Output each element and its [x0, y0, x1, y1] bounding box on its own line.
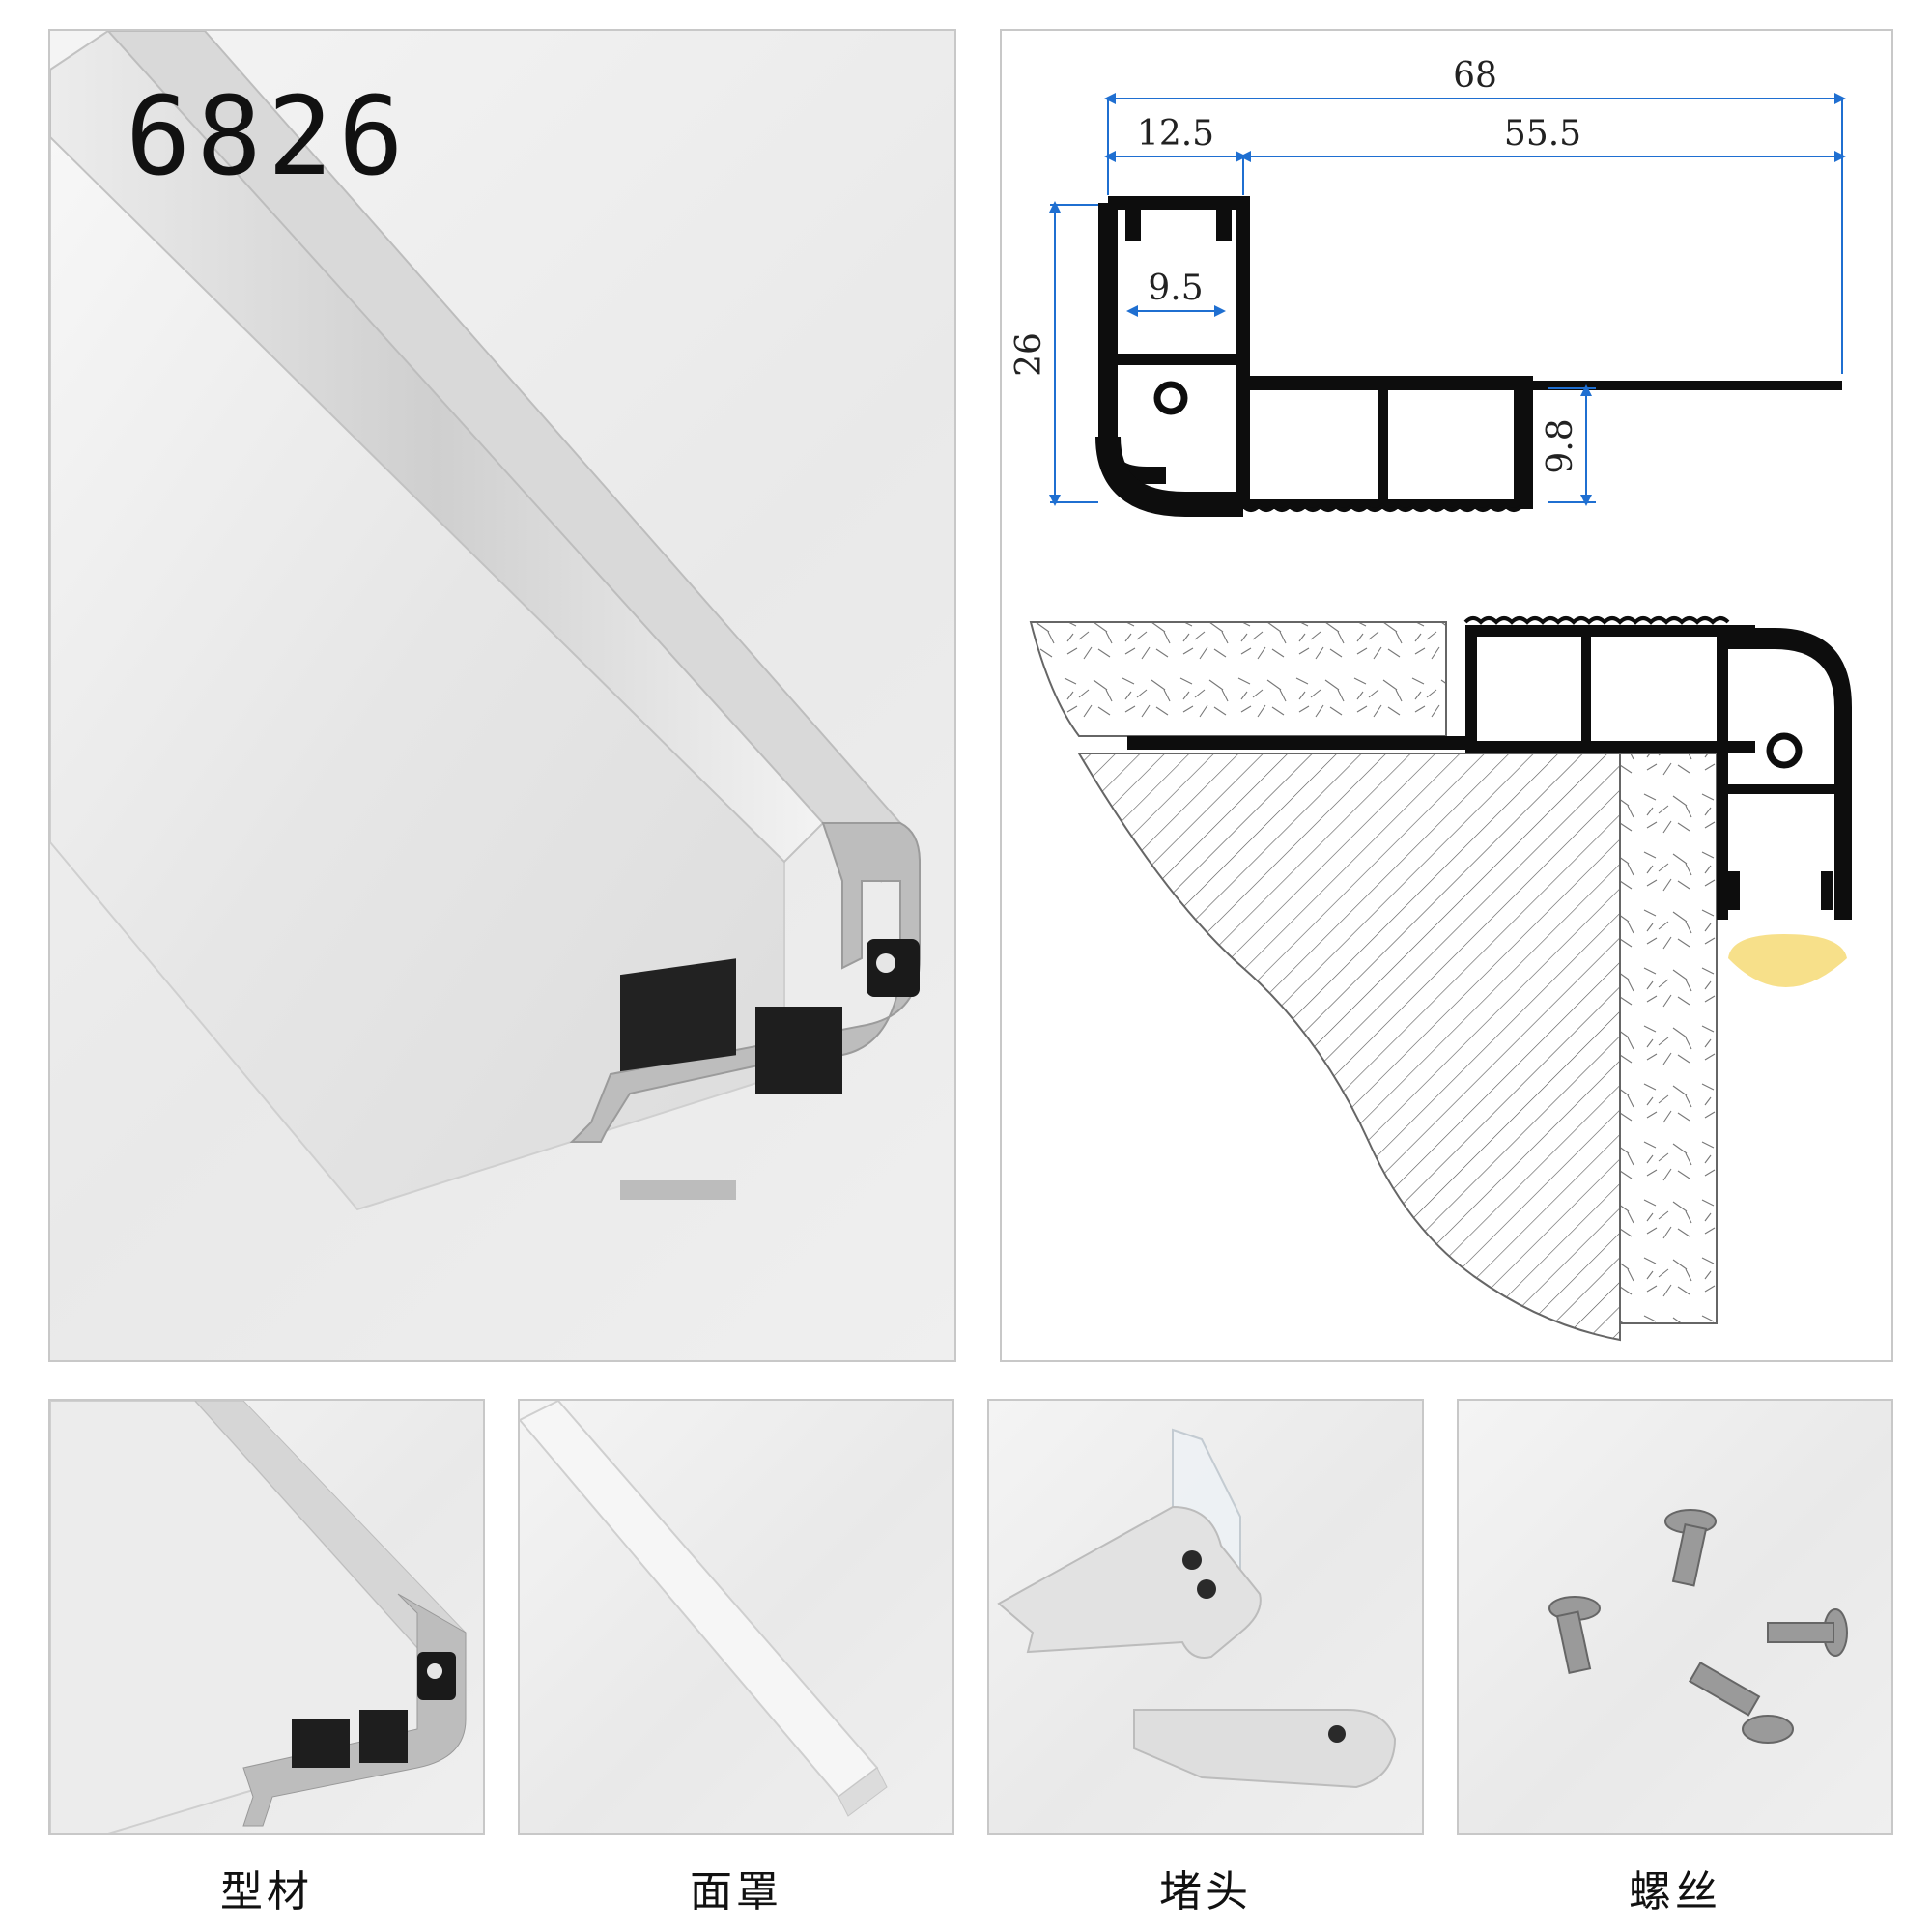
cover-thumbnail-image — [520, 1401, 888, 1817]
dim-channel-width: 12.5 — [1137, 114, 1214, 154]
thumbnail-screws — [1457, 1399, 1893, 1835]
thumbnail-cover — [518, 1399, 954, 1835]
caption-profile: 型材 — [220, 1867, 313, 1917]
endcap-thumbnail-image — [997, 1428, 1397, 1789]
dim-inner-width: 9.5 — [1148, 269, 1203, 308]
model-code: 6826 — [126, 74, 410, 200]
caption-cover: 面罩 — [690, 1867, 782, 1917]
dimension-lines — [1049, 93, 1846, 506]
dim-overall-width: 68 — [1453, 56, 1497, 96]
main-product-photo: 6826 — [48, 29, 956, 1362]
led-glow — [1728, 934, 1847, 987]
caption-screws: 螺丝 — [1629, 1867, 1721, 1917]
dim-flange-width: 55.5 — [1504, 114, 1581, 154]
thumbnail-profile — [48, 1399, 485, 1835]
cross-section-drawing: 68 12.5 55.5 9.5 26 9.8 — [1009, 56, 1852, 1342]
profile-thumbnail-image — [50, 1401, 467, 1833]
screws-thumbnail-image — [1548, 1509, 1848, 1744]
dim-height: 26 — [1009, 332, 1049, 377]
profile-section-top — [1095, 196, 1842, 517]
caption-end-cap: 堵头 — [1159, 1867, 1252, 1917]
thumbnail-endcap — [987, 1399, 1424, 1835]
technical-drawing-panel: 68 12.5 55.5 9.5 26 9.8 — [1000, 29, 1893, 1362]
aluminum-profile-image — [50, 31, 921, 1211]
dim-step-height: 9.8 — [1541, 418, 1580, 473]
installation-section — [1029, 616, 1852, 1342]
